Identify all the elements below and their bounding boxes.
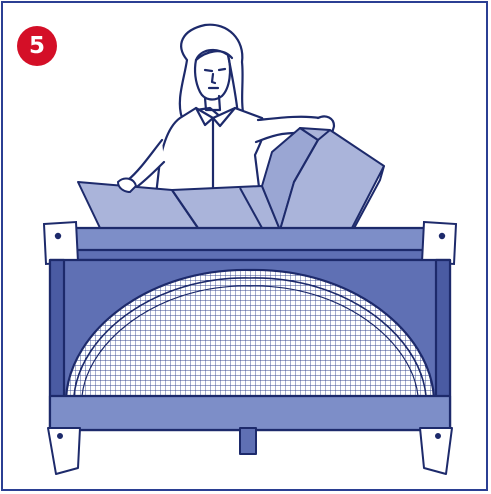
crib-top-rail [48, 228, 452, 260]
crib-body [50, 260, 450, 430]
crib-legs [48, 428, 452, 474]
